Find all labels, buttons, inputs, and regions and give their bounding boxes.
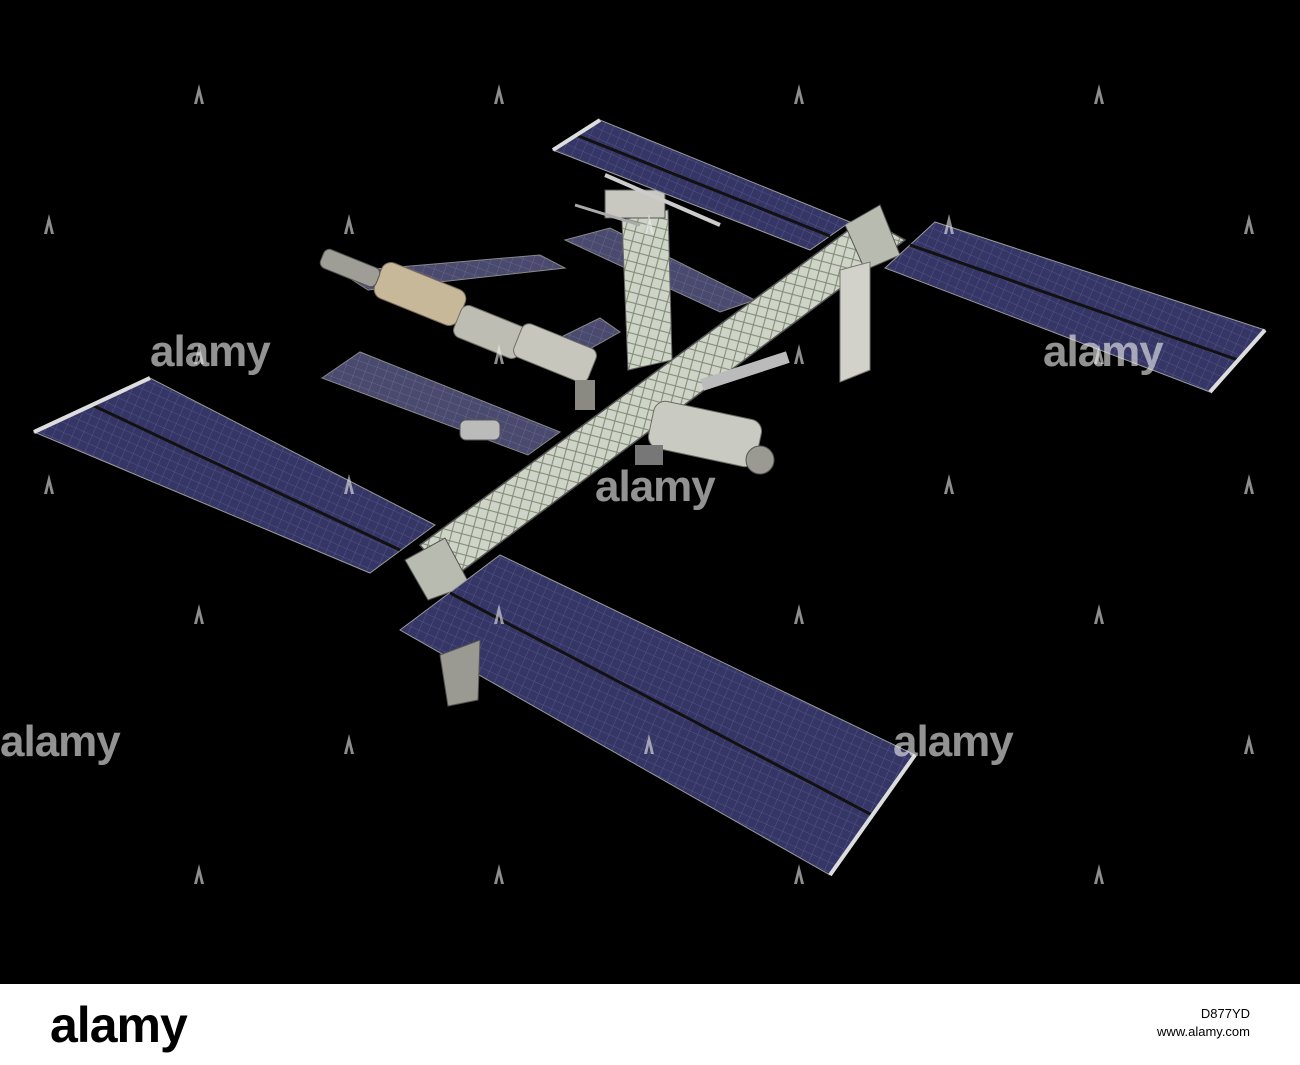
alamy-a-mark-icon — [1094, 604, 1104, 624]
alamy-a-mark-icon — [344, 474, 354, 494]
alamy-a-mark-icon — [44, 474, 54, 494]
image-canvas — [32, 118, 1267, 877]
alamy-a-mark-icon — [194, 84, 204, 104]
alamy-a-mark-icon — [1094, 344, 1104, 364]
alamy-a-mark-icon — [344, 214, 354, 234]
alamy-watermark: alamy — [0, 717, 121, 766]
alamy-a-mark-icon — [44, 214, 54, 234]
alamy-a-mark-icon — [194, 344, 204, 364]
alamy-a-mark-icon — [794, 344, 804, 364]
alamy-a-mark-icon — [494, 864, 504, 884]
alamy-a-mark-icon — [1094, 84, 1104, 104]
central-mast — [574, 173, 721, 371]
alamy-a-mark-icon — [194, 864, 204, 884]
alamy-a-mark-icon — [1094, 864, 1104, 884]
alamy-a-mark-icon — [794, 84, 804, 104]
solar-array-front-left — [399, 554, 917, 877]
space-station-illustration — [32, 118, 1267, 877]
us-lab-modules — [635, 351, 790, 475]
alamy-a-mark-icon — [794, 604, 804, 624]
site-url[interactable]: www.alamy.com — [1157, 1024, 1250, 1039]
alamy-a-mark-icon — [944, 474, 954, 494]
alamy-a-mark-icon — [1244, 214, 1254, 234]
alamy-a-mark-icon — [944, 214, 954, 234]
solar-array-back-right — [551, 118, 852, 251]
alamy-watermark: alamy — [150, 327, 271, 376]
alamy-logo[interactable]: alamy — [50, 997, 188, 1053]
alamy-watermark: alamy — [893, 717, 1014, 766]
image-id: D877YD — [1200, 1006, 1250, 1021]
alamy-a-mark-icon — [644, 734, 654, 754]
alamy-a-mark-icon — [794, 864, 804, 884]
alamy-a-mark-icon — [494, 84, 504, 104]
stock-photo-footer: alamy D877YD www.alamy.com — [0, 984, 1300, 1065]
alamy-a-mark-icon — [644, 214, 654, 234]
alamy-a-mark-icon — [494, 604, 504, 624]
russian-segment-modules — [319, 248, 597, 441]
alamy-a-mark-icon — [1244, 474, 1254, 494]
alamy-a-mark-icon — [1244, 734, 1254, 754]
solar-array-front-right — [884, 221, 1267, 394]
alamy-watermark: alamy — [595, 462, 716, 511]
alamy-a-mark-icon — [494, 344, 504, 364]
alamy-a-mark-icon — [344, 734, 354, 754]
alamy-a-mark-icon — [194, 604, 204, 624]
alamy-watermark: alamy — [1043, 327, 1164, 376]
solar-array-back-left — [32, 376, 436, 574]
